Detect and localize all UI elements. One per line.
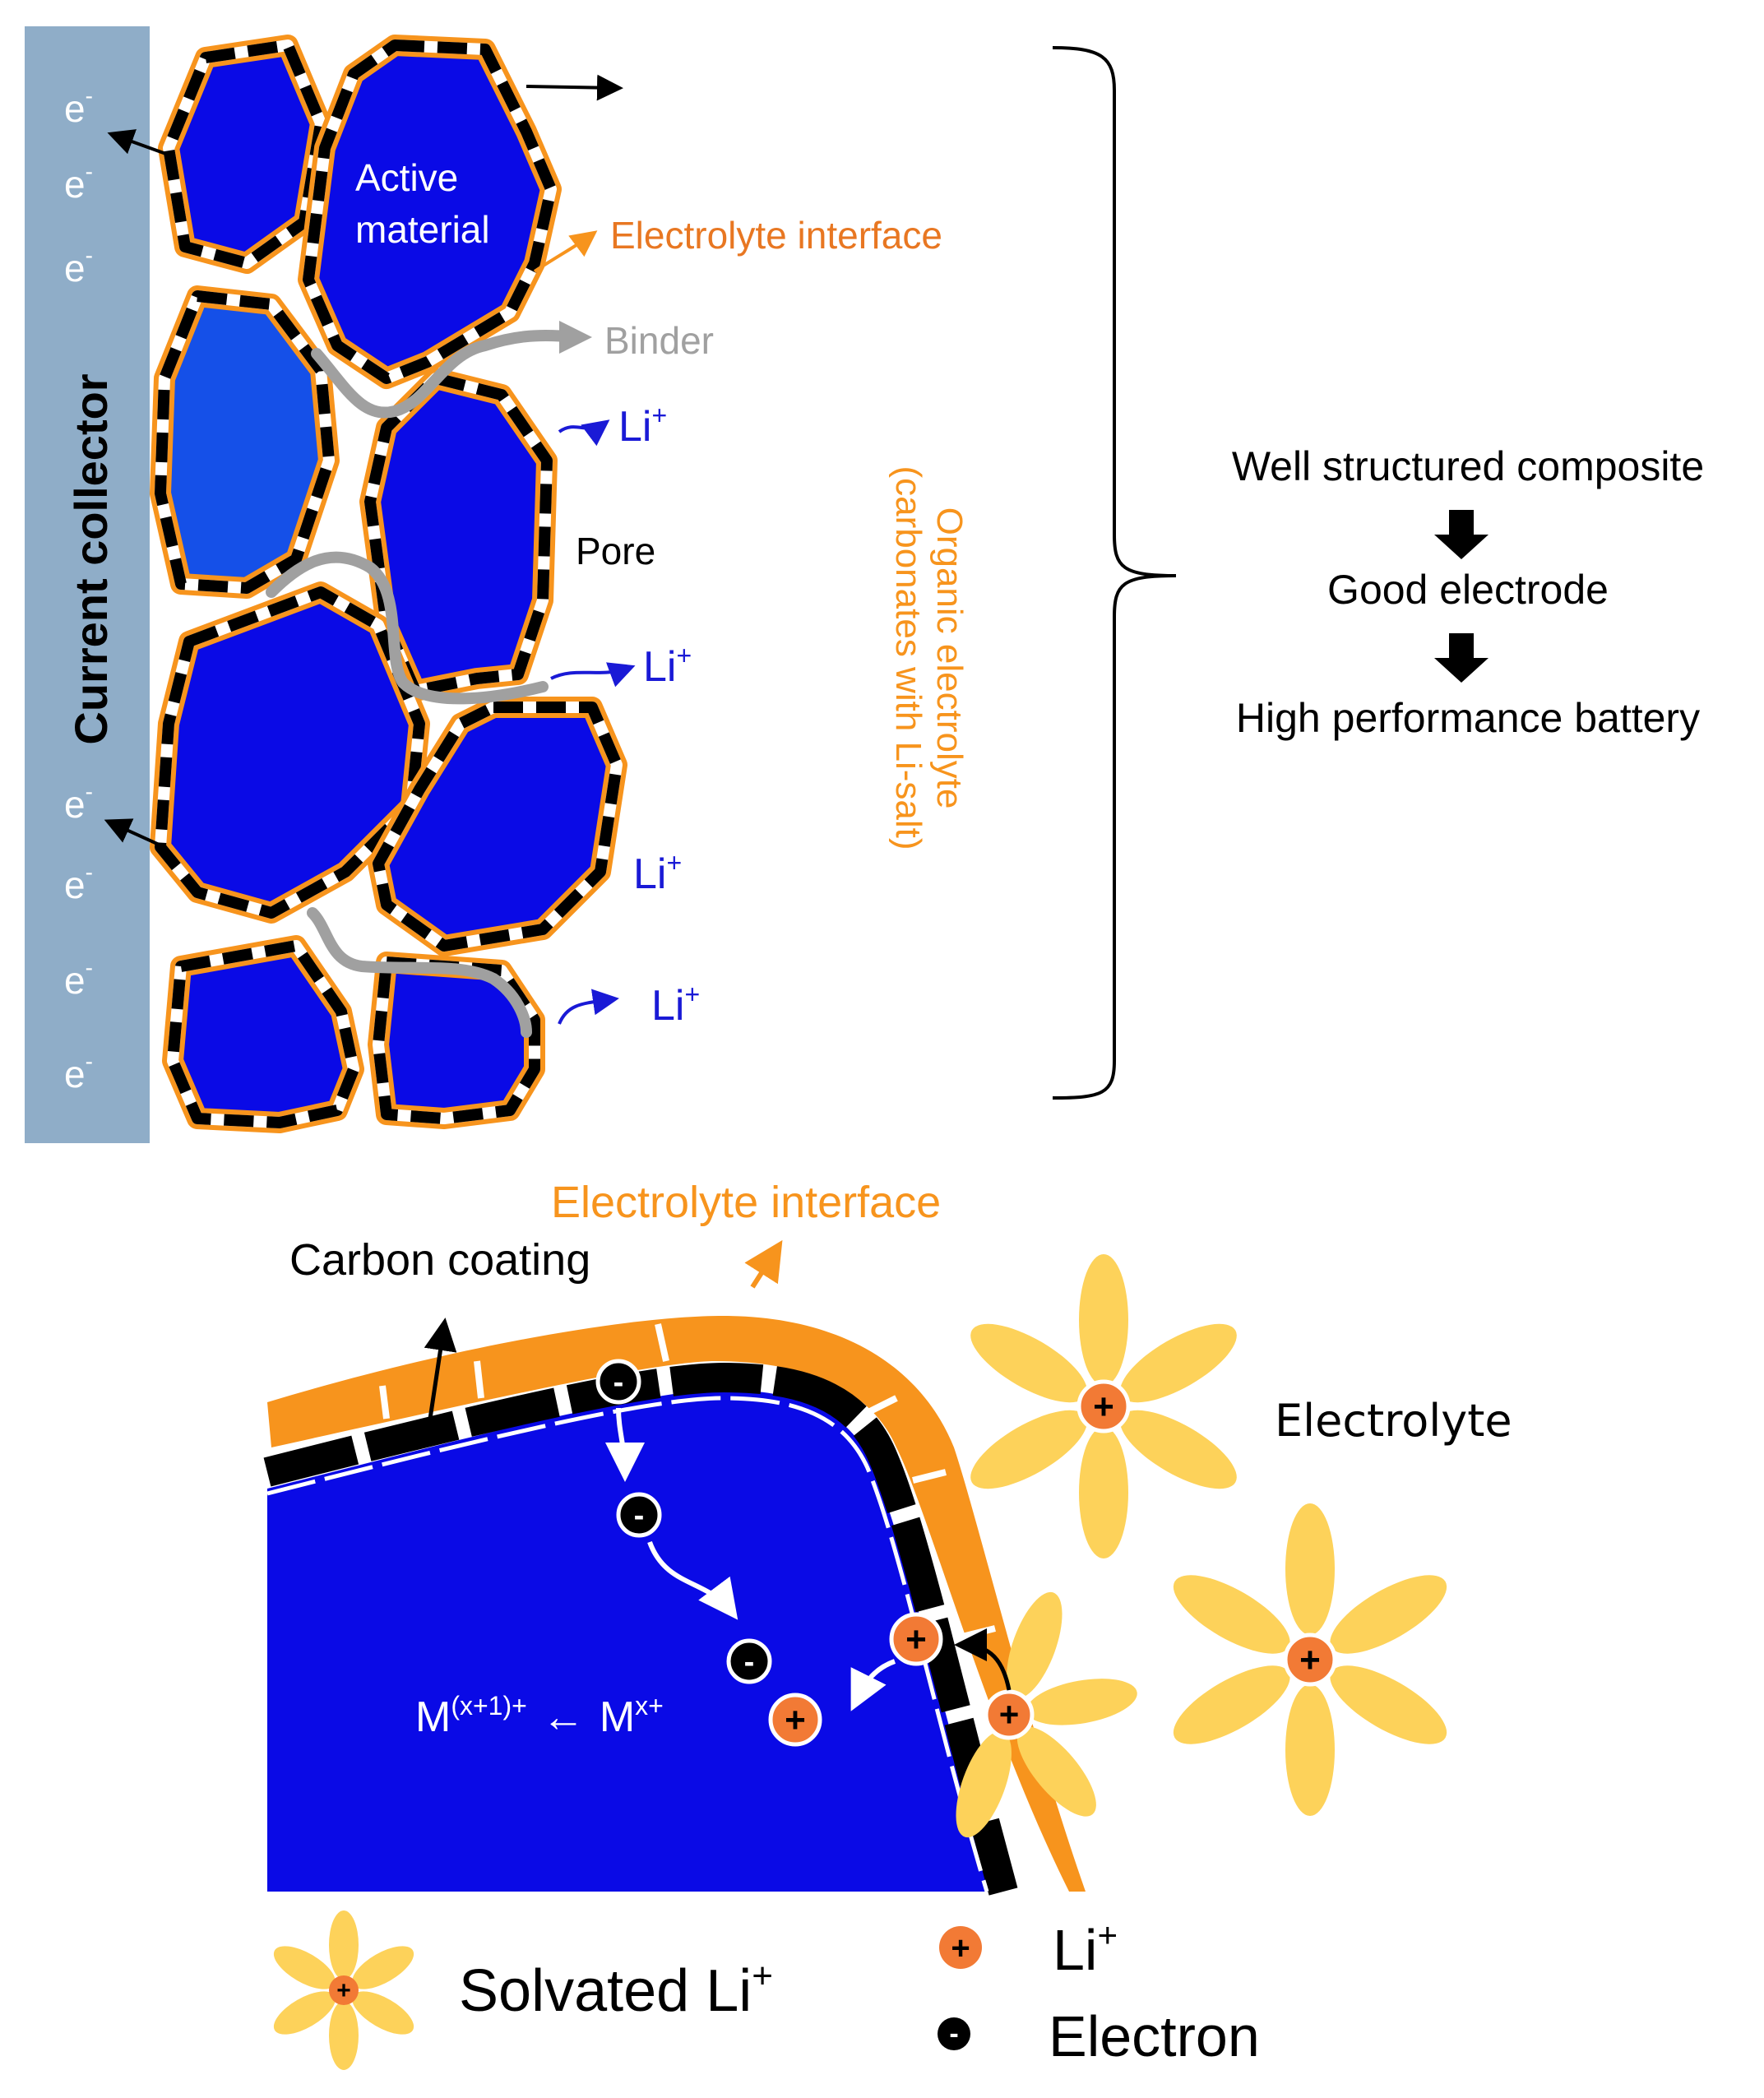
svg-text:+: + <box>905 1619 927 1660</box>
legend-solvated-icon: + <box>273 1910 414 2070</box>
legend-li-icon: + <box>939 1926 982 1969</box>
collector-electrons: e- e- e- e- e- e- e- <box>64 83 93 1095</box>
legend-electron-label: Electron <box>1049 2004 1260 2068</box>
svg-text:+: + <box>785 1700 806 1740</box>
active-particle <box>368 952 545 1129</box>
active-material-label: material <box>355 208 490 251</box>
svg-text:-: - <box>744 1645 755 1679</box>
svg-text:-: - <box>949 2018 958 2049</box>
desolvation-arrow <box>954 1628 1012 1691</box>
current-collector-label: Current collector <box>65 373 117 744</box>
svg-text:+: + <box>1093 1387 1114 1427</box>
legend: + Solvated Li+ + Li+ - Electron <box>273 1910 1260 2070</box>
svg-text:-: - <box>613 1365 624 1400</box>
electron-label: e- <box>64 955 93 1002</box>
organic-electrolyte-label: Organic electrolyte (carbonates with Li-… <box>888 465 970 850</box>
top-arrows <box>104 74 636 1025</box>
down-arrow-icon <box>1434 633 1489 683</box>
electron-label: e- <box>64 1049 93 1095</box>
electron-icon: - <box>726 1638 772 1684</box>
down-arrow-icon <box>1434 510 1489 559</box>
solvated-li-flower: + <box>1173 1503 1447 1816</box>
li-ion-label: Li+ <box>618 401 667 451</box>
active-particle <box>359 368 558 702</box>
active-material-label: Active <box>355 156 458 199</box>
current-collector: Current collector <box>25 26 150 1143</box>
active-particle <box>150 285 340 599</box>
flow-step-1: Well structured composite <box>1232 443 1704 489</box>
legend-electron-icon: - <box>938 2017 970 2050</box>
electrolyte-label: Electrolyte <box>1275 1395 1512 1447</box>
li-ion-label: Li+ <box>633 848 682 898</box>
li-ion-label: Li+ <box>651 980 700 1030</box>
binder-label: Binder <box>604 319 714 362</box>
svg-text:+: + <box>951 1930 970 1966</box>
li-ion-icon: + <box>768 1693 822 1747</box>
electron-label: e- <box>64 779 93 826</box>
flow-chain: Well structured composite Good electrode… <box>1232 443 1704 741</box>
li-ion-labels: Li+ Li+ Li+ Li+ <box>618 401 700 1030</box>
active-particle <box>158 35 331 274</box>
flow-step-3: High performance battery <box>1236 695 1700 741</box>
electron-icon: - <box>616 1492 662 1538</box>
active-particle <box>162 935 364 1133</box>
solvated-li-flower: + <box>970 1254 1237 1558</box>
carbon-coating-label: Carbon coating <box>289 1235 590 1285</box>
legend-solvated-label: Solvated Li+ <box>459 1956 773 2024</box>
li-ion-label: Li+ <box>643 641 692 691</box>
svg-text:(carbonates with Li-salt): (carbonates with Li-salt) <box>888 465 928 850</box>
redox-reaction: M(x+1)+←Mx+ <box>415 1691 664 1741</box>
bottom-electrolyte-interface-label: Electrolyte interface <box>551 1178 941 1227</box>
electron-label: e- <box>64 83 93 130</box>
active-particle <box>298 35 562 389</box>
electron-markers: - - - <box>595 1359 772 1684</box>
svg-text:+: + <box>999 1695 1020 1734</box>
svg-text:M(x+1)+←Mx+: M(x+1)+←Mx+ <box>415 1691 664 1741</box>
svg-text:Organic electrolyte: Organic electrolyte <box>929 507 970 809</box>
solvated-li-flower: + <box>956 1591 1137 1838</box>
particle-cluster <box>150 35 627 1133</box>
bottom-particle-closeup <box>263 1316 1086 1896</box>
electron-label: e- <box>64 859 93 906</box>
electron-label: e- <box>64 159 93 206</box>
electrolyte-interface-label: Electrolyte interface <box>610 214 942 257</box>
electron-label: e- <box>64 243 93 289</box>
curly-brace <box>1052 46 1177 1100</box>
li-ion-icon: + <box>889 1612 943 1666</box>
flow-step-2: Good electrode <box>1327 567 1609 613</box>
svg-text:+: + <box>336 1977 351 2004</box>
electron-path-arrows <box>604 1407 896 1711</box>
pore-label: Pore <box>576 530 655 572</box>
binder-strands <box>266 330 581 1038</box>
electron-icon: - <box>595 1359 641 1405</box>
li-ion-markers: + + <box>768 1612 943 1747</box>
svg-text:+: + <box>1299 1640 1321 1680</box>
legend-li-label: Li+ <box>1053 1915 1118 1982</box>
active-particle <box>368 697 627 956</box>
interface-pointer <box>744 1239 783 1289</box>
svg-text:-: - <box>634 1498 645 1533</box>
coating-pointer <box>424 1318 457 1420</box>
active-particle <box>150 581 430 924</box>
